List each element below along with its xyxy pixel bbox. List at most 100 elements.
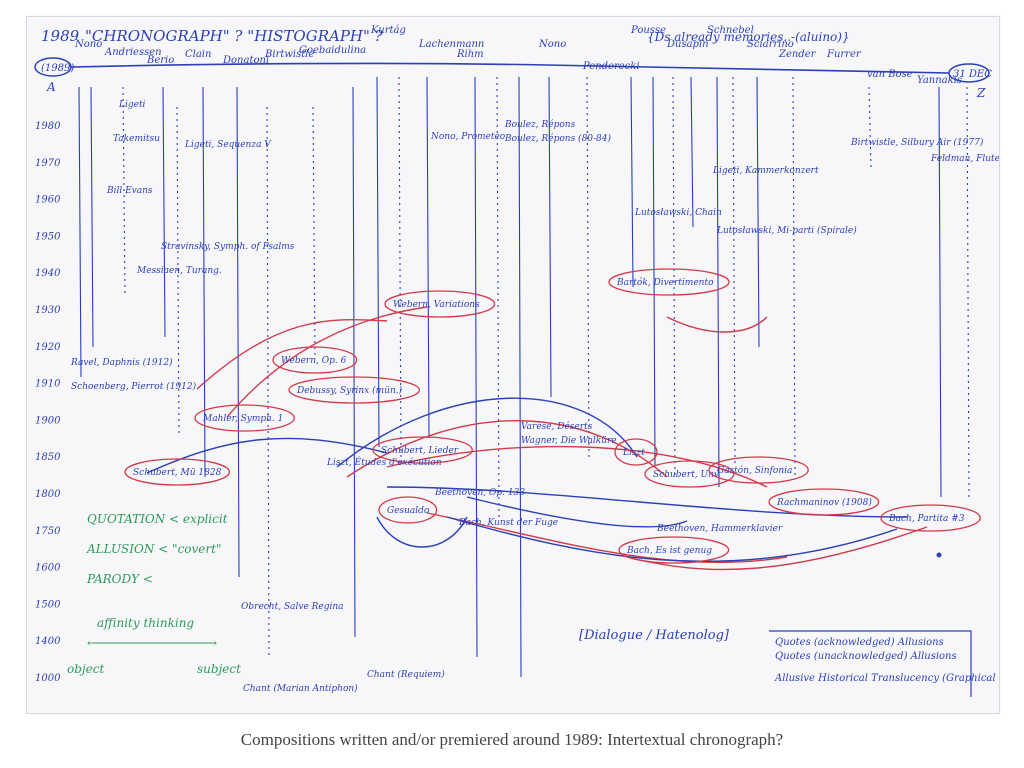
work-label: Debussy, Syrinx (mün.) xyxy=(296,385,403,396)
connection-curve xyxy=(666,316,768,333)
work-circle xyxy=(288,376,421,404)
lifeline xyxy=(868,86,872,168)
lifeline xyxy=(630,76,634,288)
work-label: Ravel, Daphnis (1912) xyxy=(70,357,173,368)
composer-label: Birtwistle xyxy=(264,49,314,60)
composer-label: Dusapin xyxy=(666,39,709,50)
composer-lifelines xyxy=(78,76,970,678)
composer-label: Zender xyxy=(778,49,817,60)
work-label: Ligeti xyxy=(118,100,146,110)
work-label: Messiaen, Turang. xyxy=(136,266,222,276)
lifeline xyxy=(548,76,552,398)
connection-curve xyxy=(336,397,638,468)
lifeline xyxy=(376,76,380,448)
figure-caption: Compositions written and/or premiered ar… xyxy=(240,730,784,749)
legend-quotation: QUOTATION < explicit xyxy=(87,512,228,526)
work-circle xyxy=(194,404,295,432)
composer-label: van Bose xyxy=(867,69,913,80)
legend-parody: PARODY < xyxy=(86,572,153,586)
composer-label: Goebaidulina xyxy=(299,45,366,56)
work-label: Nono, Prometeo xyxy=(430,132,506,142)
lifeline xyxy=(90,86,94,348)
work-label: Beethoven, Op. 133 xyxy=(434,488,525,498)
work-label: Schubert, Lieder xyxy=(381,446,459,456)
lifeline xyxy=(162,86,166,338)
work-label: Bach, Partita #3 xyxy=(888,514,965,524)
work-label: Chant (Marian Antiphon) xyxy=(243,683,358,694)
work-circle xyxy=(614,438,658,466)
lifeline xyxy=(236,86,240,578)
year-label: 1930 xyxy=(35,305,61,316)
work-circle xyxy=(618,536,730,564)
composer-label: Clain xyxy=(185,49,211,60)
composer-label: Furrer xyxy=(826,49,862,60)
work-circle xyxy=(608,268,730,296)
lifeline xyxy=(672,76,676,478)
work-label: Lutosławski, Chain xyxy=(634,208,722,218)
composer-label: Lachenmann xyxy=(418,39,484,50)
lifeline xyxy=(266,106,270,658)
connection-curve xyxy=(426,512,788,564)
composer-label: Pousse xyxy=(630,25,666,36)
work-label: Feldman, Flute (1978) xyxy=(930,153,999,164)
work-circle xyxy=(708,456,809,484)
header-year: 1989 xyxy=(41,27,80,45)
header-title: "CHRONOGRAPH" ? "HISTOGRAPH" ? xyxy=(85,27,384,45)
work-label: Bach, Es ist genug xyxy=(626,546,712,556)
connection-curve xyxy=(146,437,388,474)
year-label: 1940 xyxy=(35,268,61,279)
year-label: 1500 xyxy=(35,599,61,610)
year-marker: (1989) xyxy=(41,63,74,74)
legend-subject: subject xyxy=(197,662,241,676)
work-label: Gesualdo xyxy=(387,506,430,516)
lifeline xyxy=(652,76,656,468)
composer-label: Kurtág xyxy=(370,25,406,36)
connection-curve xyxy=(376,516,468,548)
lifeline xyxy=(352,86,356,638)
composer-label: Penderecki xyxy=(582,61,640,72)
top-timeline xyxy=(70,62,950,74)
lifeline xyxy=(966,86,970,498)
lifeline xyxy=(312,106,316,358)
work-label: Wagner, Die Walküre xyxy=(521,436,617,446)
connection-curve xyxy=(446,516,898,563)
year-label: 1750 xyxy=(35,526,61,537)
composer-label: Andriessen xyxy=(104,47,162,58)
right-legend-frame xyxy=(769,630,972,697)
right-legend-line1: Quotes (acknowledged) Allusions xyxy=(775,637,944,648)
work-label: Webern, Variations xyxy=(393,300,480,310)
work-circle xyxy=(644,460,735,488)
work-label: Stravinsky, Symph. of Psalms xyxy=(161,242,295,252)
year-label: 1980 xyxy=(35,121,61,132)
lifeline xyxy=(176,106,180,438)
work-label: Birtwistle, Silbury Air (1977) xyxy=(850,137,984,148)
lifeline xyxy=(732,76,736,468)
work-circle xyxy=(124,458,231,486)
composer-label: Nono xyxy=(538,39,566,50)
work-label: Bach, Kunst der Fuge xyxy=(458,518,558,528)
legend-arrow-left: ← xyxy=(87,636,97,650)
composer-label: Rihm xyxy=(456,49,484,60)
lifeline xyxy=(202,86,206,478)
ink-dot xyxy=(936,552,942,558)
work-label: Ligeti, Kammerkonzert xyxy=(712,166,819,176)
composer-labels: NonoAndriessenBerioClainDonatoniBirtwist… xyxy=(74,25,962,86)
legend-allusion: ALLUSION < "covert" xyxy=(86,542,221,556)
work-label: Obrecht, Salve Regina xyxy=(241,602,344,612)
work-label: Schubert, Unv. xyxy=(653,470,721,480)
lifeline xyxy=(716,76,720,488)
work-circle xyxy=(372,436,473,464)
legend-arrow-right: → xyxy=(207,636,217,650)
lifeline xyxy=(518,76,522,678)
connection-curve xyxy=(626,526,928,571)
connection-curve xyxy=(196,318,388,390)
work-label: Lutosławski, Mi-parti (Spirale) xyxy=(716,225,857,236)
lifeline xyxy=(474,76,478,658)
work-label: Mahler, Symph. 1 xyxy=(202,414,283,424)
work-label: Bartók, Divertimento xyxy=(616,277,714,288)
work-label: Boulez, Répons (80-84) xyxy=(504,133,612,144)
year-label: 1800 xyxy=(35,489,61,500)
connection-curve xyxy=(386,445,768,488)
work-circle xyxy=(880,504,981,532)
work-label: Takemitsu xyxy=(113,134,160,144)
